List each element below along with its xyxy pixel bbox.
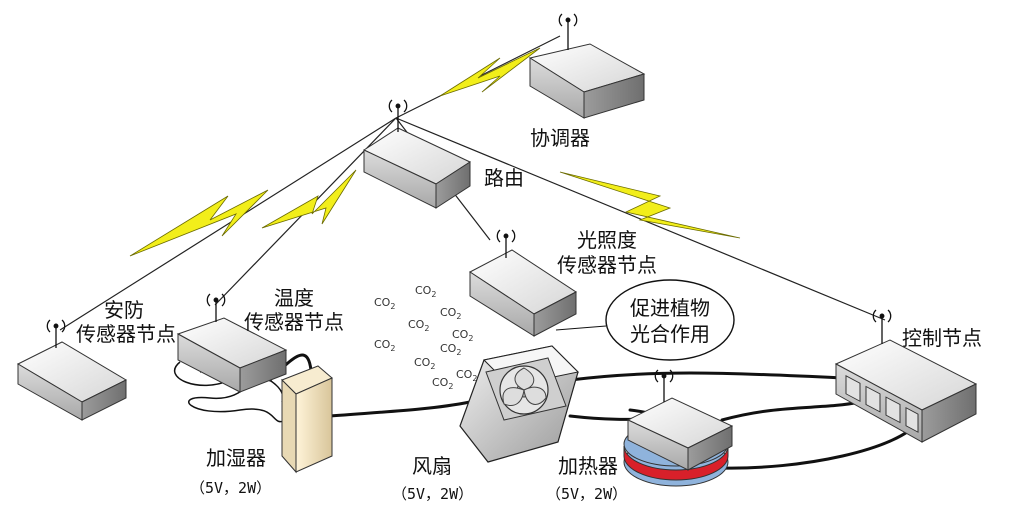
co2-molecule-icon: CO2 [440,306,461,321]
co2-molecule-icon: CO2 [415,284,436,299]
coordinator-label: 协调器 [530,126,590,150]
antenna-icon [872,309,892,344]
heater-label: 加热器 [558,454,618,478]
control-ports [845,375,919,433]
cable-heater-control-2 [720,400,862,422]
security-sensor-label-2: 传感器节点 [76,322,176,346]
co2-molecule-icon: CO2 [374,338,395,353]
antenna-icon [46,319,66,348]
fan-device[interactable] [459,345,580,463]
control-node[interactable] [834,309,978,443]
humidifier-spec: （5V，2W） [190,479,272,497]
lightning-bolt-icon [261,169,357,229]
security-sensor-node[interactable] [16,319,128,421]
humidifier-device[interactable] [281,365,333,474]
heater-spec: （5V，2W） [546,485,628,503]
annotation-text: 促进植物 光合作用 [606,283,734,359]
temp-sensor-node[interactable] [176,293,288,393]
co2-molecule-icon: CO2 [456,368,477,383]
antenna-icon [654,369,674,402]
antenna-icon [496,229,516,258]
temp-sensor-label-2: 传感器节点 [244,310,344,334]
co2-molecule-icon: CO2 [408,318,429,333]
annotation-ellipse [605,279,735,361]
light-sensor-node[interactable] [469,229,577,337]
link-router-control [395,117,886,321]
coordinator-node[interactable] [528,13,646,119]
lightning-bolt-icon [559,171,741,239]
control-node-label: 控制节点 [902,326,982,350]
cable-humidifier-fan [328,400,472,418]
humidifier-label: 加湿器 [206,446,266,470]
fan-label: 风扇 [412,454,452,478]
annotation-leader [555,325,607,331]
heater-device[interactable] [623,369,734,487]
link-router-security [59,117,397,331]
temp-sensor-label-1: 温度 [274,286,314,310]
fan-spec: （5V，2W） [392,485,474,503]
co2-molecule-icon: CO2 [452,328,473,343]
antenna-icon [206,293,226,322]
antenna-icon [558,13,578,50]
lightning-bolt-icon [129,189,269,257]
security-sensor-label-1: 安防 [104,298,144,322]
co2-molecule-icon: CO2 [440,342,461,357]
router-label: 路由 [484,166,524,190]
annotation-line-2: 光合作用 [630,322,710,346]
annotation-line-1: 促进植物 [630,296,710,320]
co2-molecule-icon: CO2 [432,376,453,391]
cable-fan-control-1 [568,371,844,382]
light-sensor-label-1: 光照度 [577,228,637,252]
router-node[interactable] [362,99,472,209]
co2-cloud: CO2 CO2 CO2 CO2 CO2 CO2 CO2 CO2 CO2 CO2 [374,284,477,391]
co2-molecule-icon: CO2 [374,296,395,311]
cable-heater-control [718,418,922,470]
light-sensor-label-2: 传感器节点 [557,253,657,277]
co2-molecule-icon: CO2 [414,356,435,371]
lightning-bolt-icon [439,47,541,97]
antenna-icon [388,99,408,132]
cables [268,353,922,470]
